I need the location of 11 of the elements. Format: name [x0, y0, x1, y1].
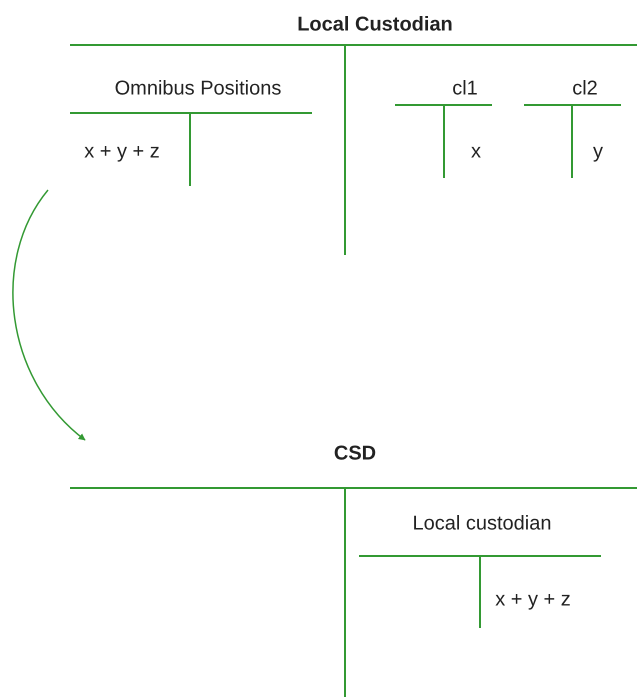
- account-title: Local Custodian: [297, 14, 453, 36]
- curved-arrow: [12, 190, 86, 441]
- account-entry: x: [471, 140, 481, 164]
- account-title: Omnibus Positions: [114, 78, 282, 100]
- account-title: cl2: [572, 78, 598, 100]
- account-title: cl1: [452, 78, 478, 100]
- account-entry: x + y + z: [84, 140, 160, 164]
- account-title: Local custodian: [412, 512, 552, 536]
- account-entry: x + y + z: [495, 588, 571, 612]
- account-entry: y: [593, 140, 603, 164]
- account-title: CSD: [334, 442, 376, 466]
